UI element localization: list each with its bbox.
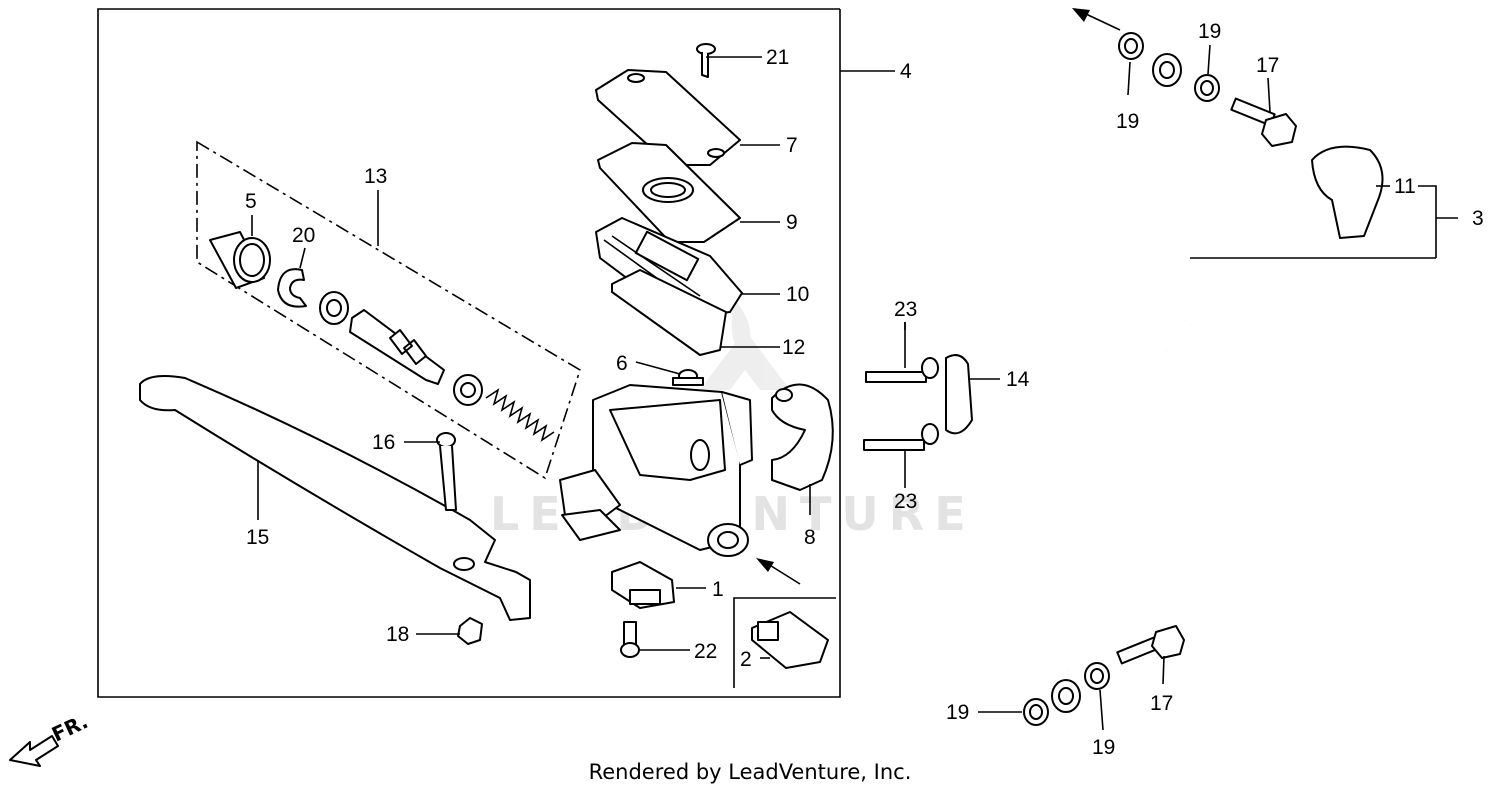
callout-5: 5: [245, 190, 257, 213]
switch-inset-part: [751, 611, 829, 669]
handlebar-holder-part: [771, 383, 834, 491]
callout-21: 21: [766, 46, 789, 69]
callout-10: 10: [786, 283, 809, 306]
oil-bolt-upper-part: [1230, 97, 1297, 147]
master-cylinder-body-part: [559, 384, 753, 557]
leader-lines: [251, 44, 1458, 731]
callout-9: 9: [786, 211, 798, 234]
holder-bolt-lower-part: [863, 423, 939, 451]
watermark-logo: [700, 300, 790, 390]
washer-19b-part: [1194, 74, 1220, 102]
boot-part: [209, 231, 271, 289]
callout-6: 6: [616, 352, 628, 375]
callout-labels: 21 4 7 9 10 12 6 8 1 22 2 5 20 13 16 15 …: [245, 20, 1484, 759]
pivot-bolt-part: [436, 432, 457, 511]
washer-19c-part: [1023, 698, 1049, 726]
seal-part: [319, 291, 349, 325]
washer-19a-part: [1118, 32, 1144, 60]
callout-13: 13: [364, 165, 387, 188]
callout-23-lower: 23: [894, 490, 917, 513]
piston-part: [349, 309, 445, 385]
callout-19-lower-right: 19: [1092, 736, 1115, 759]
screw-22-part: [620, 621, 640, 658]
brake-lever-part: [139, 375, 531, 621]
direction-label: FR.: [48, 709, 92, 746]
footer-credit: Rendered by LeadVenture, Inc.: [589, 760, 912, 784]
screw-21-part: [696, 43, 716, 78]
callout-17-lower: 17: [1150, 692, 1173, 715]
callout-4: 4: [900, 60, 912, 83]
callout-3: 3: [1472, 207, 1484, 230]
reservoir-plate-part: [597, 142, 741, 243]
oil-bolt-lower-part: [1116, 625, 1185, 665]
callout-14: 14: [1006, 368, 1030, 391]
reservoir-cap-part: [595, 69, 741, 166]
callout-22: 22: [694, 640, 717, 663]
callout-7: 7: [786, 134, 798, 157]
callout-19-upper-left: 19: [1116, 110, 1139, 133]
callout-15: 15: [246, 526, 269, 549]
primary-cup-part: [453, 374, 483, 406]
pivot-nut-part: [457, 617, 483, 645]
brake-switch-part: [611, 561, 675, 609]
callout-2: 2: [740, 648, 752, 671]
holder-bolt-upper-part: [865, 357, 939, 383]
callout-17-upper: 17: [1256, 54, 1279, 77]
callout-16: 16: [372, 431, 395, 454]
callout-1: 1: [712, 578, 724, 601]
hose-cover-part: [1311, 145, 1384, 239]
brake-hose-part: [1051, 53, 1197, 713]
callout-20: 20: [292, 224, 315, 247]
callout-23-upper: 23: [894, 298, 917, 321]
callout-8: 8: [804, 526, 816, 549]
switch-inset-frame: [733, 597, 836, 688]
diaphragm-plate-part: [611, 269, 727, 356]
washer-19d-part: [1084, 662, 1110, 690]
master-cylinder-assembly-frame: [97, 8, 895, 698]
front-direction-arrow: FR.: [9, 709, 92, 767]
holder-plate-part: [945, 354, 973, 435]
spring-part: [485, 388, 555, 442]
callout-18: 18: [386, 623, 409, 646]
screw-6-part: [672, 369, 704, 386]
callout-12: 12: [782, 336, 805, 359]
callout-11: 11: [1394, 175, 1416, 198]
piston-kit-frame: [196, 140, 581, 480]
callout-19-upper-right: 19: [1198, 20, 1221, 43]
circlip-part: [277, 268, 307, 308]
arrow-marks: [756, 8, 1121, 585]
callout-19-lower-left: 19: [946, 701, 969, 724]
